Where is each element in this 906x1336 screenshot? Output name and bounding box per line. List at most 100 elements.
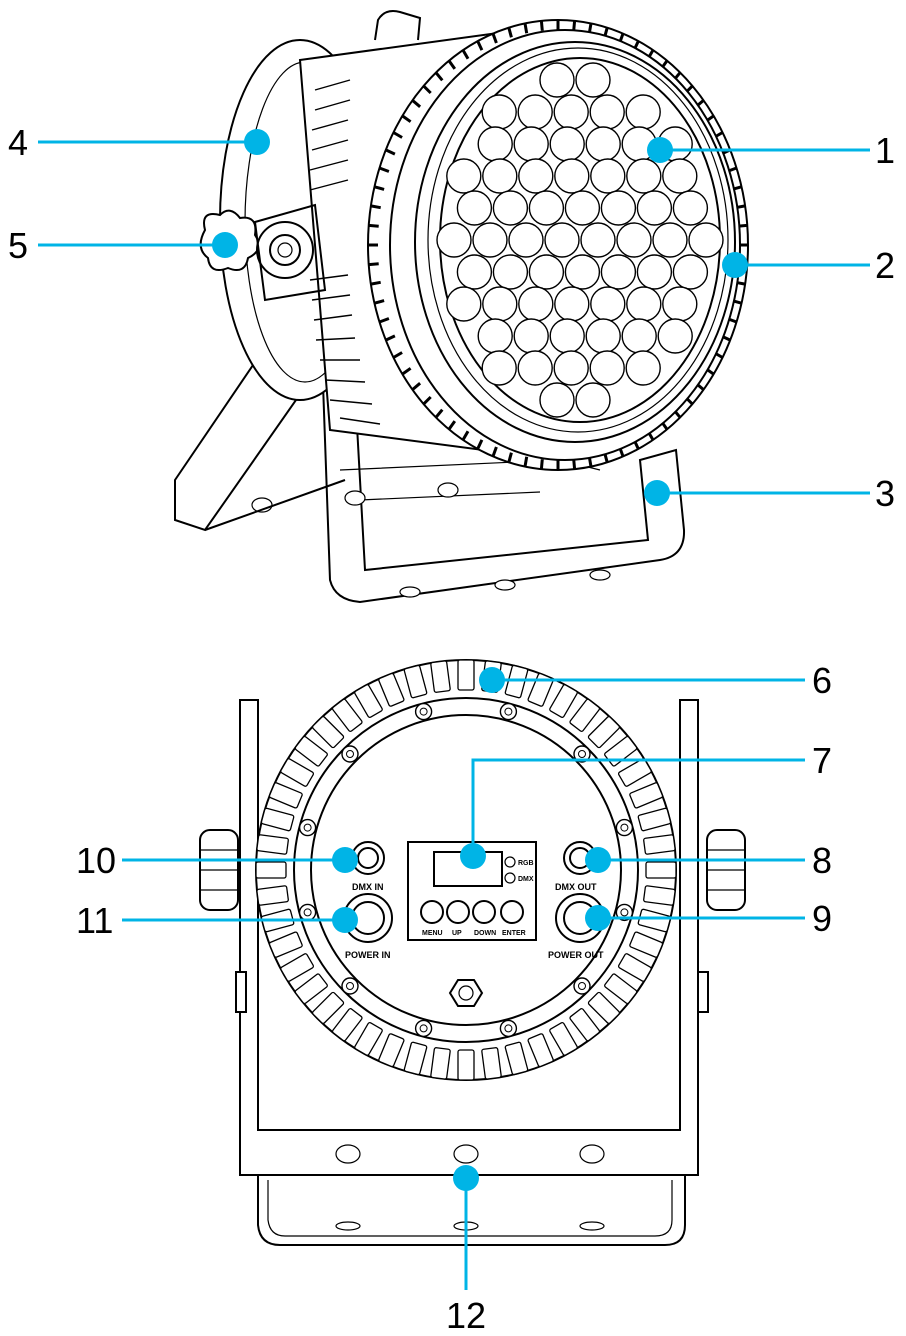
up-button[interactable] [446,900,470,924]
screw-head [578,750,586,758]
bezel-tooth [422,395,432,406]
enter-button[interactable] [500,900,524,924]
indicator-dmx [504,872,516,884]
top-handle [374,10,422,41]
callout-number-7: 7 [812,740,832,781]
led-lens [513,318,549,354]
bezel-tooth [392,131,403,139]
rear-fin [645,861,677,879]
led-lens [662,286,698,322]
rear-fin [268,931,303,958]
down-button[interactable] [472,900,496,924]
led-lens [554,286,590,322]
screw-head [346,750,354,758]
screw-head [303,823,312,832]
callout-number-3: 3 [875,473,895,514]
bezel-tooth [385,148,396,156]
rear-fin [280,953,315,982]
led-lens [539,382,575,418]
led-lens [662,158,698,194]
bezel-tooth [374,299,385,305]
rear-fin [527,1033,554,1068]
led-lens [672,254,709,290]
callout-dot-9 [585,905,611,931]
led-lens [544,222,580,258]
rear-fin [457,1049,475,1081]
led-lens [477,318,513,354]
rear-fin [255,861,287,879]
rear-fin [378,672,405,707]
rear-fin [549,684,578,719]
screw-head [504,1024,513,1033]
callout-dot-1 [647,137,673,163]
rear-fin [280,758,315,787]
rear-fin [331,698,363,732]
rear-view: RGB DMX MENU UP DOWN ENTER DMX IN DMX OU… [199,659,746,1246]
led-lens [513,126,549,162]
bezel-tooth [368,262,379,267]
callout-number-5: 5 [8,225,28,266]
rear-fin [629,931,664,958]
led-lens [652,222,688,258]
callout-number-10: 10 [76,840,116,881]
bezel-tooth [392,351,403,359]
led-lens [518,286,554,322]
led-lens [564,190,601,226]
led-lens [518,158,554,194]
led-array [436,62,724,418]
callout-number-1: 1 [875,130,895,171]
bezel-tooth [370,280,381,286]
led-lens [554,158,590,194]
led-lens [528,190,565,226]
led-lens [575,62,611,98]
callouts: 1 2 3 4 5 6 7 8 9 10 11 12 [8,122,895,1336]
bezel-tooth [368,223,379,228]
rear-fin [256,834,289,855]
callout-dot-5 [212,232,238,258]
callout-dot-12 [453,1165,479,1191]
led-lens [481,350,517,386]
led-lens [621,318,657,354]
led-lens [600,254,637,290]
led-lens [549,126,585,162]
bezel-tooth [447,420,457,431]
rear-fin [569,698,601,732]
front-bracket [318,299,686,604]
led-lens [589,350,625,386]
led-lens [636,190,673,226]
rear-fins [255,659,677,1081]
screw-head [419,707,428,716]
enter-label: ENTER [502,930,526,937]
led-lens [549,318,585,354]
menu-button[interactable] [420,900,444,924]
led-lens [481,94,517,130]
rear-fin [643,834,676,855]
callout-dot-2 [722,252,748,278]
rear-fin [587,715,621,749]
cable-gland [448,979,484,1007]
led-lens [456,190,493,226]
bezel-tooth [523,456,529,467]
bezel-tooth [539,459,544,470]
bezel-tooth [378,166,390,173]
rear-fin [549,1021,578,1056]
bezel-tooth [523,23,529,34]
rear-fin [617,758,652,787]
led-lens [482,158,518,194]
rear-fin [403,1041,428,1076]
led-lens [528,254,565,290]
callout-dot-3 [644,480,670,506]
bezel-tooth [434,408,444,419]
screw-head [419,1024,428,1033]
rear-fin [354,1021,383,1056]
front-view [174,10,749,604]
menu-label: MENU [422,930,443,937]
led-lens [553,94,589,130]
callout-number-8: 8 [812,840,832,881]
rear-fin [569,1008,601,1042]
rear-fin [260,807,295,832]
bezel-tooth [434,71,444,82]
up-label: UP [452,930,462,937]
led-lens [472,222,508,258]
callout-dot-10 [332,847,358,873]
